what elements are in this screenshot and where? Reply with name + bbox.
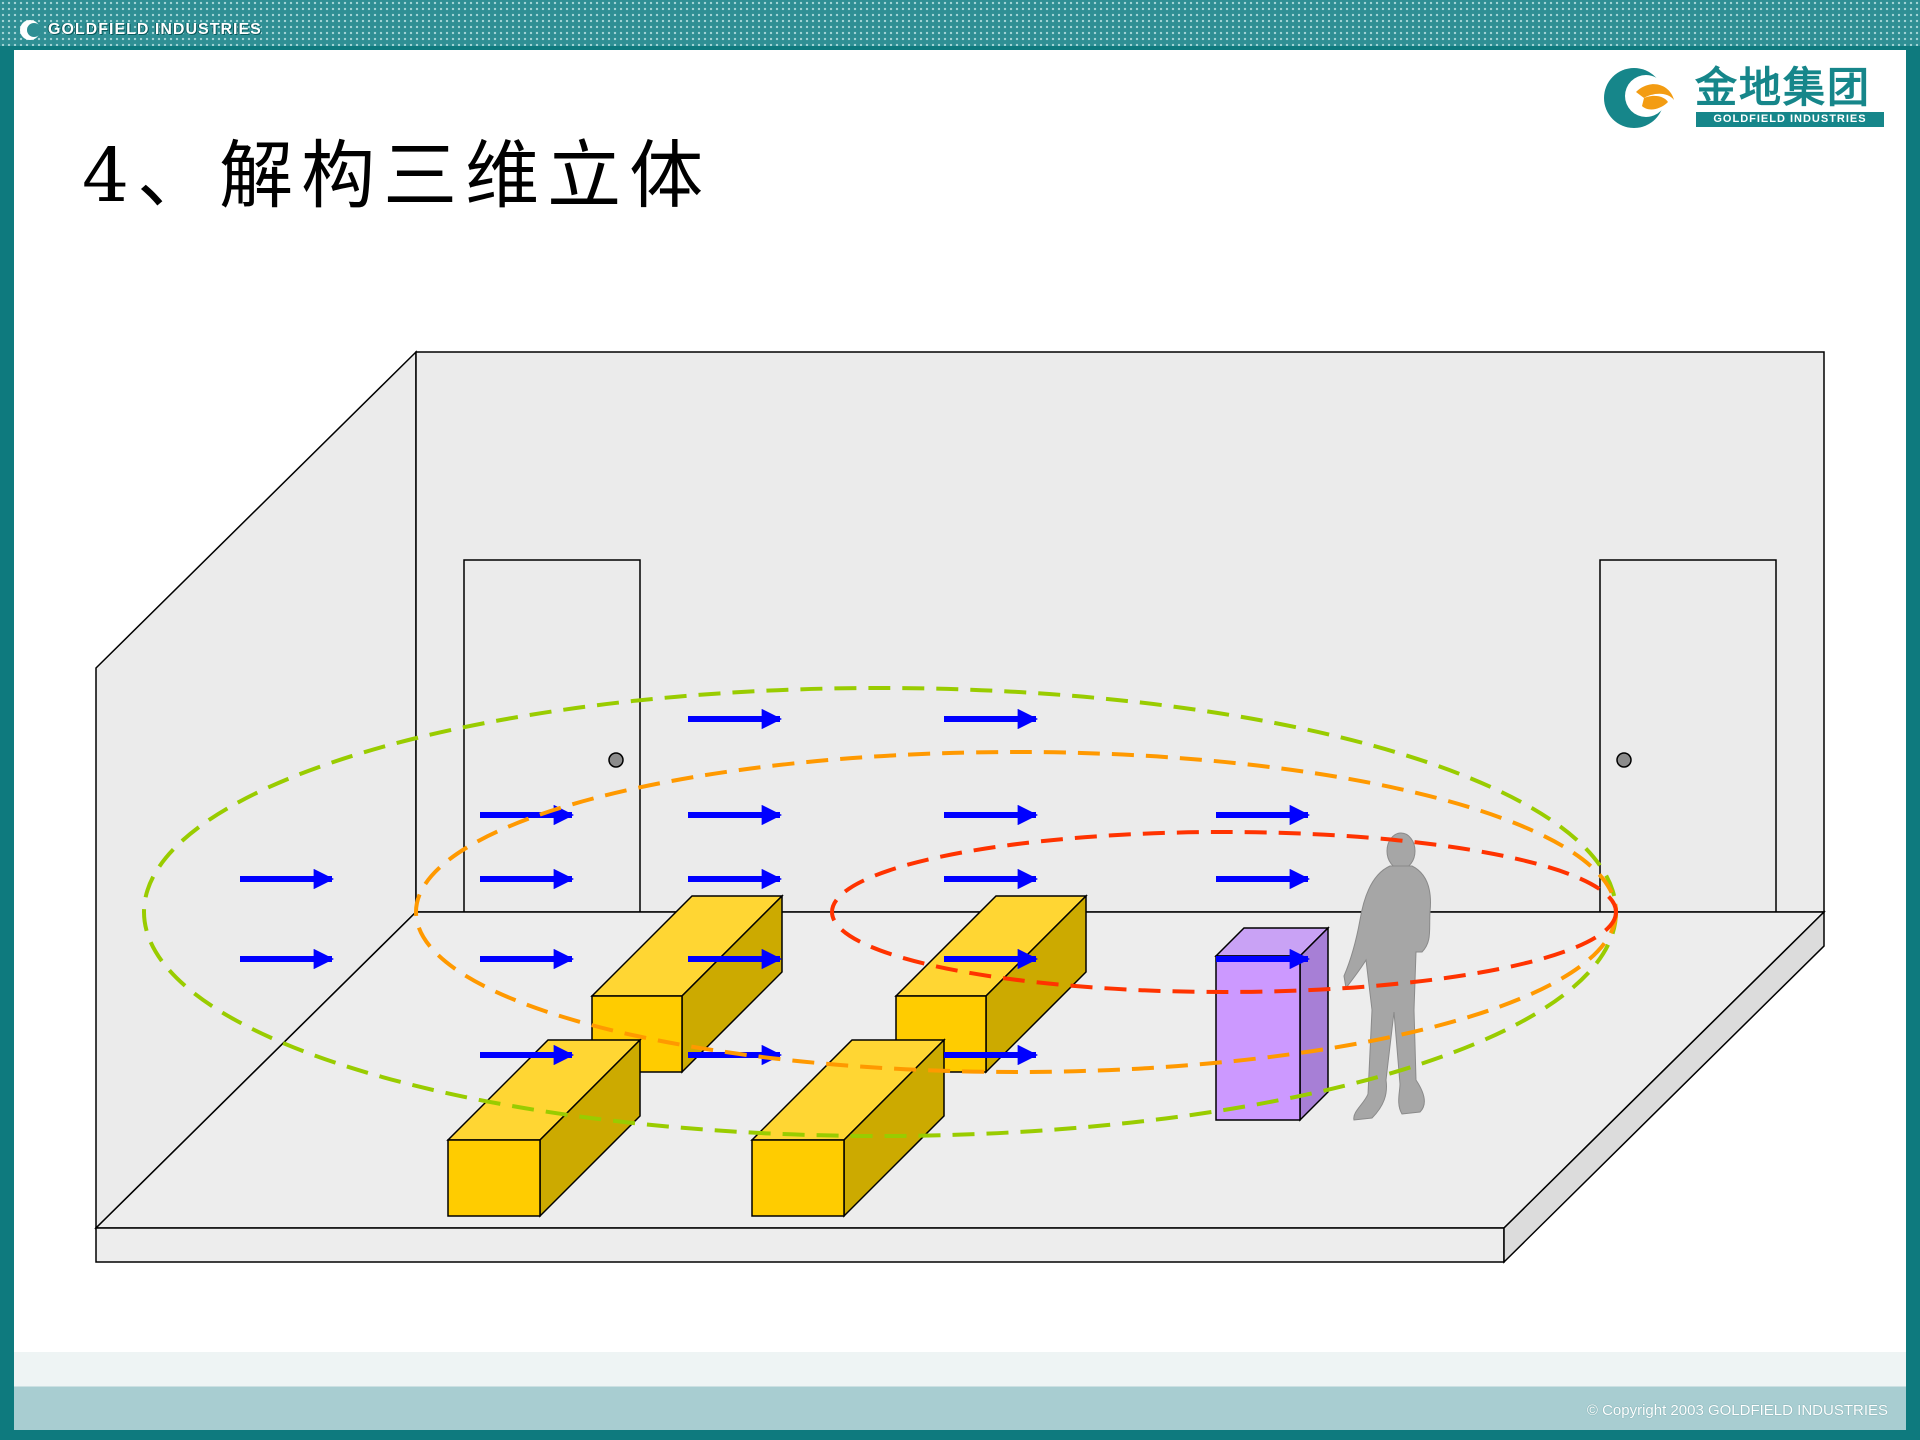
- frame-left: [0, 0, 14, 1440]
- crescent-logo-icon: [1604, 68, 1674, 128]
- frame-bottom: [0, 1430, 1920, 1440]
- door-right: [1599, 559, 1777, 913]
- logo-name-en: GOLDFIELD INDUSTRIES: [1696, 112, 1884, 127]
- standing-person-icon: [1343, 832, 1431, 1121]
- header-brand-text: GOLDFIELD INDUSTRIES: [48, 21, 262, 38]
- floor-edge-front: [95, 1227, 1505, 1263]
- airflow-arrows: [240, 708, 1311, 1066]
- door-knob-icon: [608, 752, 624, 768]
- yellow-box-front-left: [446, 1038, 642, 1218]
- back-wall: [415, 351, 1825, 913]
- mini-logo-icon: [20, 20, 41, 40]
- copyright-text: © Copyright 2003 GOLDFIELD INDUSTRIES: [1586, 1402, 1888, 1419]
- slide-title: 4、解构三维立体: [82, 133, 712, 219]
- yellow-box-back-right: [894, 894, 1088, 1074]
- door-left: [463, 559, 641, 913]
- zone-ring-inner: [830, 830, 1618, 994]
- header-bar: [0, 0, 1920, 46]
- door-knob-icon: [1616, 752, 1632, 768]
- logo-name-cn: 金地集团: [1695, 63, 1872, 112]
- yellow-box-front-right: [750, 1038, 946, 1218]
- footer-band: [14, 1352, 1906, 1430]
- header-brand: GOLDFIELD INDUSTRIES: [18, 18, 262, 42]
- header-bar-edge: [0, 46, 1920, 50]
- company-logo: 金地集团 GOLDFIELD INDUSTRIES: [1598, 62, 1888, 130]
- floor-edge-side: [1503, 910, 1825, 1264]
- frame-right: [1906, 0, 1920, 1440]
